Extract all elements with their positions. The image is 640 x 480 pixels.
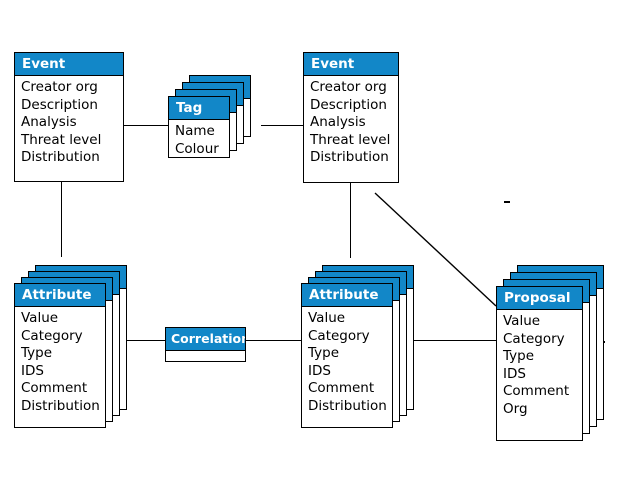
connector-tag-to-event-right — [261, 125, 304, 126]
connector-correlation-to-attribute-middle — [246, 340, 301, 341]
attribute-row: Name — [175, 123, 215, 139]
attribute-row: Value — [503, 313, 541, 329]
class-header-tag: Tag — [169, 97, 229, 120]
attribute-row: IDS — [21, 362, 44, 379]
class-body-attribute-middle: Value Category Type IDS Comment Distribu… — [302, 307, 392, 419]
class-box-tag[interactable]: Tag Name Colour — [168, 96, 230, 158]
class-body-tag: Name Colour — [169, 120, 229, 162]
class-body-proposal: Value Category Type IDS Comment Org — [497, 310, 582, 422]
class-box-attribute-middle[interactable]: Attribute Value Category Type IDS Commen… — [301, 283, 393, 428]
attribute-row: Analysis — [310, 114, 366, 130]
attribute-row: Analysis — [21, 114, 77, 130]
attribute-row: Distribution — [308, 397, 387, 414]
attribute-row: Type — [21, 345, 53, 361]
attribute-row: Comment — [503, 383, 570, 399]
class-header-attribute-middle: Attribute — [302, 284, 392, 307]
attribute-row: Description — [21, 96, 98, 113]
connector-event-right-to-attribute-middle — [350, 183, 351, 258]
attribute-row: Threat level — [310, 131, 391, 148]
connector-attribute-left-to-correlation — [126, 340, 166, 341]
attribute-row: Value — [308, 310, 346, 326]
connector-event-left-to-attribute-left — [61, 182, 62, 257]
attribute-row: Comment — [21, 380, 88, 396]
stray-mark-upper-right — [504, 201, 510, 203]
class-header-attribute-left: Attribute — [15, 284, 105, 307]
attribute-row: Colour — [175, 140, 219, 157]
class-header-correlation: Correlation — [166, 328, 245, 351]
class-header-event-left: Event — [15, 53, 123, 76]
attribute-row: Value — [21, 310, 59, 326]
attribute-row: IDS — [503, 365, 526, 382]
class-body-event-right: Creator org Description Analysis Threat … — [304, 76, 398, 171]
class-body-event-left: Creator org Description Analysis Threat … — [15, 76, 123, 171]
class-header-proposal: Proposal — [497, 287, 582, 310]
attribute-row: Org — [503, 400, 528, 417]
attribute-row: Threat level — [21, 131, 102, 148]
class-box-proposal[interactable]: Proposal Value Category Type IDS Comment… — [496, 286, 583, 441]
attribute-row: Category — [308, 327, 370, 344]
attribute-row: Category — [21, 327, 83, 344]
attribute-row: Type — [503, 348, 535, 364]
connector-attribute-middle-to-proposal — [414, 340, 496, 341]
attribute-row: Type — [308, 345, 340, 361]
attribute-row: Distribution — [310, 149, 389, 165]
connector-event-left-to-tag — [124, 125, 169, 126]
class-box-correlation[interactable]: Correlation — [165, 327, 246, 362]
attribute-row: Distribution — [21, 149, 100, 165]
class-box-event-right[interactable]: Event Creator org Description Analysis T… — [303, 52, 399, 183]
class-body-attribute-left: Value Category Type IDS Comment Distribu… — [15, 307, 105, 419]
attribute-row: Distribution — [21, 397, 100, 414]
class-body-correlation — [166, 351, 245, 362]
attribute-row: Comment — [308, 380, 375, 396]
attribute-row: Category — [503, 330, 565, 347]
attribute-row: Creator org — [21, 79, 98, 95]
class-box-attribute-left[interactable]: Attribute Value Category Type IDS Commen… — [14, 283, 106, 428]
class-box-event-left[interactable]: Event Creator org Description Analysis T… — [14, 52, 124, 182]
attribute-row: IDS — [308, 362, 331, 379]
class-header-event-right: Event — [304, 53, 398, 76]
attribute-row: Description — [310, 96, 387, 113]
attribute-row: Creator org — [310, 79, 387, 95]
